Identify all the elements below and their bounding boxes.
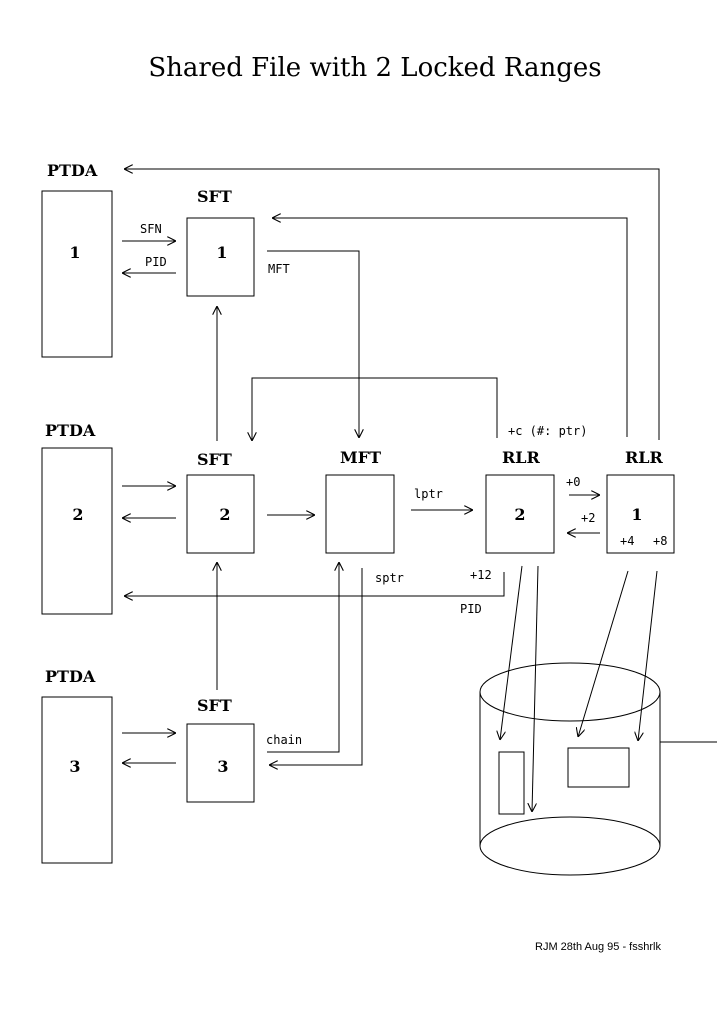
mft-sptr-to-sft3-arrow [269, 568, 363, 765]
ptda-2-box [41, 447, 113, 615]
ptda-3-number: 3 [69, 757, 80, 776]
sft-1-number: 1 [216, 243, 227, 262]
ptda-3-label: PTDA [45, 667, 96, 686]
sfn-label: SFN [140, 222, 162, 236]
ptda-2-label: PTDA [45, 421, 96, 440]
plus8-label: +8 [653, 534, 667, 548]
sft-2-box [186, 474, 255, 554]
rlr1-to-sft1-arrow [272, 218, 628, 437]
sft-1-label: SFT [197, 187, 232, 206]
pid-bottom-label: PID [460, 602, 482, 616]
rlr-2-label: RLR [502, 448, 541, 467]
mft-box [325, 474, 395, 554]
ptda-3-box [41, 696, 113, 864]
rlr2-range-start-arrow [500, 565, 523, 740]
plus2-label: +2 [581, 511, 595, 525]
sft-2-label: SFT [197, 450, 232, 469]
credit-text: RJM 28th Aug 95 - fsshrlk [535, 941, 661, 953]
plus12-label: +12 [470, 568, 492, 582]
rlr1-to-ptda1-arrow [124, 169, 660, 440]
plus4-label: +4 [620, 534, 634, 548]
ptda-1-label: PTDA [47, 161, 98, 180]
ptda-1-box [41, 190, 113, 358]
sft-1-box [186, 217, 255, 297]
rlr-1-box [606, 474, 675, 554]
lptr-label: lptr [414, 487, 443, 501]
c-pointer-label: +c (#: ptr) [508, 424, 587, 438]
sft-3-label: SFT [197, 696, 232, 715]
rlr-1-label: RLR [625, 448, 664, 467]
chain-label: chain [266, 733, 302, 747]
rlr2-range-end-arrow [532, 565, 539, 812]
disk-icon [479, 662, 661, 876]
sft-2-number: 2 [219, 505, 230, 524]
rlr-2-number: 2 [514, 505, 525, 524]
rlr1-range-end-arrow [638, 570, 658, 741]
locked-range-1 [498, 751, 525, 815]
rlr2-pid-to-ptda2-arrow [124, 572, 505, 596]
rlr-1-number: 1 [631, 505, 642, 524]
sft1-mft-pointer-arrow [267, 250, 359, 438]
rlr1-range-start-arrow [578, 570, 629, 737]
rlr-2-box [485, 474, 555, 554]
rlr2-to-sft2-arrow [252, 377, 498, 441]
ptda-2-number: 2 [72, 505, 83, 524]
locked-range-2 [567, 747, 630, 788]
sft-3-box [186, 723, 255, 803]
ptda-1-number: 1 [69, 243, 80, 262]
plus0-label: +0 [566, 475, 580, 489]
diagram-title: Shared File with 2 Locked Ranges [148, 53, 601, 83]
mft-label: MFT [340, 448, 381, 467]
mft-pointer-label: MFT [268, 262, 290, 276]
sptr-label: sptr [375, 571, 404, 585]
sft3-chain-to-mft-arrow [267, 562, 339, 753]
pid-top-label: PID [145, 255, 167, 269]
sft-3-number: 3 [217, 757, 228, 776]
